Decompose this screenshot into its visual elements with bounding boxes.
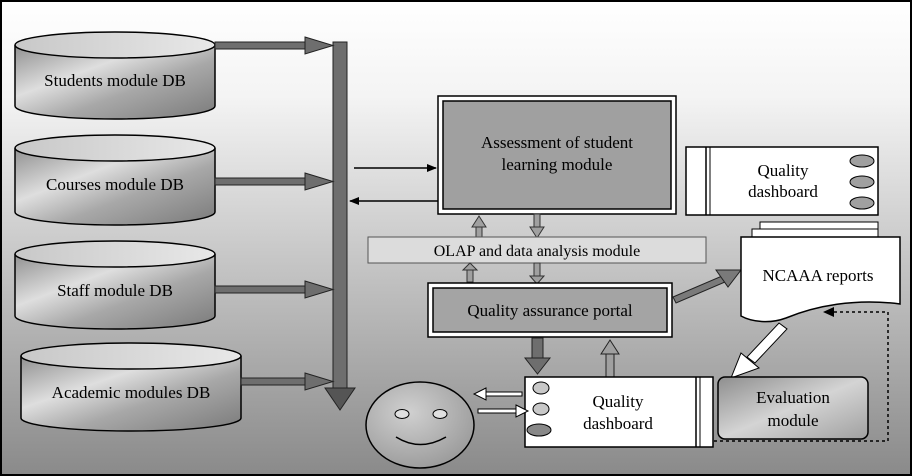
evaluation-module: Evaluation module xyxy=(717,376,869,440)
evaluation-line2: module xyxy=(768,411,819,430)
dashboard-top-line1: Quality xyxy=(758,161,809,180)
qa-portal-label: Quality assurance portal xyxy=(467,301,632,320)
portal-dashboard-arrows xyxy=(523,337,620,378)
olap-portal-arrows xyxy=(461,262,546,285)
reports-to-evaluation-arrow xyxy=(730,322,788,379)
db-label: Staff module DB xyxy=(57,281,173,300)
collector-bus xyxy=(332,41,348,395)
quality-dashboard-top: Quality dashboard xyxy=(685,146,879,216)
ncaaa-reports-label: NCAAA reports xyxy=(763,266,874,285)
collector-bus-arrowhead xyxy=(324,387,356,411)
portal-to-reports-arrow xyxy=(672,269,743,304)
ncaaa-reports: NCAAA reports xyxy=(740,221,901,323)
dashboard-bottom-line1: Quality xyxy=(593,392,644,411)
db-students: Students module DB xyxy=(14,31,216,120)
db-to-bus-arrows xyxy=(214,36,335,391)
olap-module: OLAP and data analysis module xyxy=(367,236,707,264)
user-dashboard-arrows xyxy=(472,387,530,418)
quality-dashboard-bottom: Quality dashboard xyxy=(524,376,714,448)
db-academic: Academic modules DB xyxy=(20,342,242,432)
olap-label: OLAP and data analysis module xyxy=(434,243,640,260)
feedback-loop-arrowhead xyxy=(823,307,834,317)
db-label: Students module DB xyxy=(44,71,186,90)
quality-assurance-portal: Quality assurance portal xyxy=(427,282,673,338)
dashboard-bottom-line2: dashboard xyxy=(583,414,653,433)
user-smiley-icon xyxy=(365,381,475,469)
assessment-olap-arrows xyxy=(471,213,545,241)
assessment-module: Assessment of student learning module xyxy=(437,95,677,215)
dashboard-top-line2: dashboard xyxy=(748,182,818,201)
assessment-line2: learning module xyxy=(502,155,613,174)
db-label: Academic modules DB xyxy=(52,383,211,402)
evaluation-line1: Evaluation xyxy=(756,388,830,407)
db-courses: Courses module DB xyxy=(14,134,216,226)
db-label: Courses module DB xyxy=(46,175,184,194)
db-staff: Staff module DB xyxy=(14,240,216,330)
assessment-line1: Assessment of student xyxy=(481,133,633,152)
